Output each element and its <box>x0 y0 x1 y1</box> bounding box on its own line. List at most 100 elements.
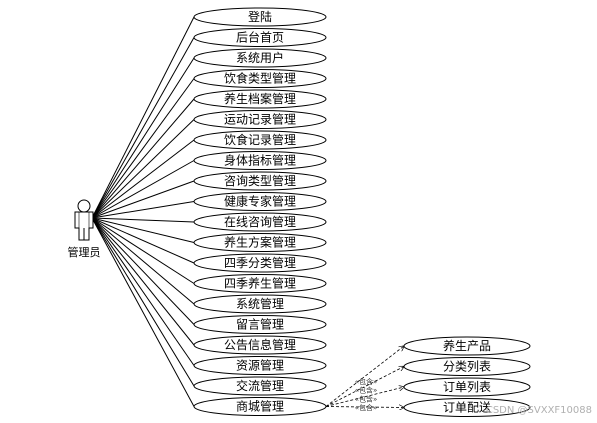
association-line <box>91 98 195 219</box>
included-use-case-ellipse <box>403 336 531 356</box>
use-case-ellipse <box>193 233 327 252</box>
use-case-ellipse <box>193 376 327 396</box>
included-use-case: 养生产品 <box>403 336 531 356</box>
use-case: 养生档案管理 <box>193 89 327 109</box>
use-case: 登陆 <box>193 7 327 27</box>
use-case-ellipse <box>193 28 327 47</box>
include-line <box>325 407 404 408</box>
use-case-label: 咨询类型管理 <box>224 173 296 188</box>
use-case: 饮食记录管理 <box>193 130 327 150</box>
association-lines <box>91 16 195 407</box>
association-line <box>91 201 195 219</box>
use-case-ellipse <box>193 69 327 88</box>
included-use-case: 分类列表 <box>403 357 531 376</box>
included-use-case: 订单列表 <box>403 377 531 397</box>
use-case-ellipse <box>193 253 327 273</box>
association-line <box>91 217 195 325</box>
use-case-ellipse <box>193 294 327 314</box>
use-case-label: 系统管理 <box>236 296 284 311</box>
use-case-ellipse <box>193 171 327 191</box>
included-use-case-label: 养生产品 <box>443 338 491 353</box>
association-line <box>91 16 195 219</box>
use-case: 在线咨询管理 <box>193 212 327 232</box>
use-case: 系统管理 <box>193 294 327 314</box>
watermark: CSDN @SVXXF10088 <box>486 405 592 416</box>
use-case: 后台首页 <box>193 28 327 47</box>
use-case-ellipse <box>193 212 327 232</box>
include-lines: «包含»«包含»«包含»«包含» <box>325 346 404 412</box>
use-case-label: 健康专家管理 <box>224 194 296 209</box>
association-line <box>91 180 195 219</box>
person-icon <box>74 199 94 241</box>
use-case-list: 登陆后台首页系统用户饮食类型管理养生档案管理运动记录管理饮食记录管理身体指标管理… <box>193 7 327 416</box>
association-line <box>91 78 195 219</box>
association-line <box>91 217 195 284</box>
use-case-label: 四季分类管理 <box>224 255 296 270</box>
use-case: 系统用户 <box>193 48 327 68</box>
association-line <box>91 217 195 305</box>
use-case-ellipse <box>193 315 327 334</box>
association-line <box>91 160 195 219</box>
association-line <box>91 139 195 219</box>
included-use-case-label: 订单配送 <box>443 400 491 415</box>
use-case: 运动记录管理 <box>193 110 327 129</box>
include-label: «包含» <box>355 377 378 386</box>
actor-label: 管理员 <box>68 245 101 259</box>
use-case-ellipse <box>193 89 327 109</box>
use-case: 饮食类型管理 <box>193 69 327 88</box>
use-case-label: 饮食记录管理 <box>224 132 296 147</box>
use-case-label: 登陆 <box>248 9 272 24</box>
included-use-case-ellipse <box>403 398 531 417</box>
use-case-label: 留言管理 <box>236 317 284 332</box>
use-case-label: 身体指标管理 <box>224 153 296 168</box>
use-case-label: 养生档案管理 <box>224 91 296 106</box>
use-case-ellipse <box>193 151 327 170</box>
include-line <box>325 346 404 407</box>
include-label: «包含» <box>355 394 378 403</box>
included-use-case-ellipse <box>403 377 531 397</box>
association-line <box>91 217 195 264</box>
use-case: 咨询类型管理 <box>193 171 327 191</box>
association-line <box>91 217 195 407</box>
use-case-ellipse <box>193 356 327 375</box>
use-case-ellipse <box>193 130 327 150</box>
included-use-case-label: 订单列表 <box>443 380 491 394</box>
use-case-ellipse <box>193 397 327 416</box>
use-case-label: 在线咨询管理 <box>224 214 296 229</box>
use-case-label: 饮食类型管理 <box>224 71 296 86</box>
use-case-ellipse <box>193 48 327 68</box>
association-line <box>91 217 195 366</box>
use-case: 四季养生管理 <box>193 274 327 293</box>
use-case: 交流管理 <box>193 376 327 396</box>
included-use-case-label: 分类列表 <box>443 360 491 374</box>
association-line <box>91 217 195 223</box>
use-case: 四季分类管理 <box>193 253 327 273</box>
use-case-label: 系统用户 <box>236 50 284 65</box>
use-case-ellipse <box>193 192 327 211</box>
include-line <box>325 387 404 407</box>
use-case-label: 商城管理 <box>236 399 284 414</box>
association-line <box>91 37 195 219</box>
use-case-label: 四季养生管理 <box>224 276 296 291</box>
use-case-ellipse <box>193 7 327 27</box>
use-case: 资源管理 <box>193 356 327 375</box>
use-case: 养生方案管理 <box>193 233 327 252</box>
association-line <box>91 217 195 346</box>
association-line <box>91 217 195 243</box>
use-case-ellipse <box>193 274 327 293</box>
association-line <box>91 217 195 387</box>
included-use-case: 订单配送 <box>403 398 531 417</box>
use-case-label: 资源管理 <box>236 358 284 373</box>
use-case-ellipse <box>193 110 327 129</box>
association-line <box>91 57 195 219</box>
association-line <box>91 119 195 219</box>
use-case-label: 运动记录管理 <box>224 112 296 127</box>
actor: 管理员 <box>68 199 101 259</box>
use-case-ellipse <box>193 335 327 355</box>
use-case-label: 后台首页 <box>236 30 284 45</box>
use-case: 身体指标管理 <box>193 151 327 170</box>
included-use-case-ellipse <box>403 357 531 376</box>
use-case: 公告信息管理 <box>193 335 327 355</box>
